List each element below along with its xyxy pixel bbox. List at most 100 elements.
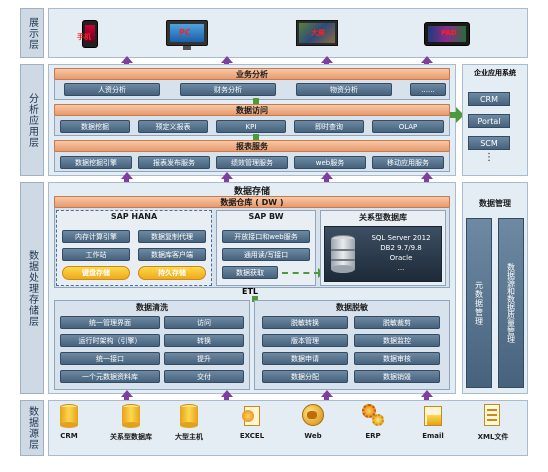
arrow-stem	[124, 178, 129, 183]
connector	[252, 296, 258, 302]
arrow-up-icon	[321, 56, 333, 63]
arrow-up-icon	[321, 390, 333, 397]
arrow-stem	[424, 396, 429, 401]
source-label: Email	[422, 432, 444, 440]
device-label: 手机	[77, 33, 91, 41]
arrow-stem	[424, 178, 429, 183]
hana-persistent-storage[interactable]: 持久存储	[138, 266, 206, 280]
biz-finance-button[interactable]: 财务分析	[180, 83, 276, 96]
mask-row-1-left[interactable]: 版本管理	[262, 334, 348, 347]
mask-row-0-left[interactable]: 脱敏转换	[262, 316, 348, 329]
arrow-stem	[324, 396, 329, 401]
mask-row-0-right[interactable]: 脱敏裁剪	[354, 316, 440, 329]
hana-replication-agent[interactable]: 数据复制代理	[138, 230, 206, 243]
data-access-title: 数据访问	[54, 104, 450, 116]
bw-data-acquisition[interactable]: 数据获取	[222, 266, 278, 279]
arrow-up-icon	[121, 390, 133, 397]
bw-open-interface[interactable]: 开放接口和web服务	[222, 230, 310, 243]
clean-row-0-left[interactable]: 统一管理界面	[60, 316, 160, 329]
arrow-up-icon	[221, 172, 233, 179]
quality-management[interactable]: 数据源和数据质量管理	[498, 218, 524, 388]
clean-row-2-right[interactable]: 提升	[164, 352, 244, 365]
clean-row-2-left[interactable]: 统一接口	[60, 352, 160, 365]
layer-label-processing: 数据处理存储层	[20, 182, 44, 394]
arrow-stem	[224, 178, 229, 183]
biz-more-button[interactable]: ......	[410, 83, 446, 96]
arrow-up-icon	[321, 172, 333, 179]
source-label: ERP	[365, 432, 381, 440]
report-web-button[interactable]: web服务	[294, 156, 366, 169]
clean-row-1-right[interactable]: 转换	[164, 334, 244, 347]
arrow-stem	[124, 396, 129, 401]
source-label: EXCEL	[239, 432, 265, 440]
access-query-button[interactable]: 即时查询	[294, 120, 364, 133]
sap-hana-title: SAP HANA	[110, 212, 158, 221]
mask-row-1-right[interactable]: 数据监控	[354, 334, 440, 347]
mask-row-2-right[interactable]: 数据审核	[354, 352, 440, 365]
clean-row-1-left[interactable]: 运行时架构（引擎）	[60, 334, 160, 347]
source-label: CRM	[60, 432, 78, 440]
arrow-up-icon	[421, 172, 433, 179]
enterprise-scm[interactable]: SCM	[468, 136, 510, 150]
access-mining-button[interactable]: 数据挖掘	[60, 120, 130, 133]
rdb-line: SQL Server 2012	[371, 234, 431, 242]
xml-icon	[484, 404, 500, 426]
rdb-line: Oracle	[389, 254, 413, 262]
web-icon	[302, 404, 324, 426]
access-olap-button[interactable]: OLAP	[372, 120, 444, 133]
arrow-up-icon	[421, 390, 433, 397]
report-publish-button[interactable]: 报表发布服务	[138, 156, 210, 169]
biz-material-button[interactable]: 物资分析	[296, 83, 392, 96]
rdb-line: DB2 9.7/9.8	[380, 244, 422, 252]
data-warehouse-title: 数据仓库 ( DW )	[54, 196, 450, 208]
metadata-management[interactable]: 元数据管理	[466, 218, 492, 388]
email-icon	[424, 406, 442, 426]
enterprise-title: 企业应用系统	[474, 69, 516, 77]
database-icon	[180, 404, 198, 428]
arrow-up-icon	[121, 172, 133, 179]
enterprise-crm[interactable]: CRM	[468, 92, 510, 106]
green-arrow-right-icon	[456, 107, 464, 123]
source-label: 大型主机	[175, 433, 203, 441]
big-screen-icon: 大屏	[296, 20, 338, 46]
clean-row-3-right[interactable]: 交付	[164, 370, 244, 383]
mask-row-2-left[interactable]: 数据申请	[262, 352, 348, 365]
excel-icon	[242, 404, 262, 428]
dashed-arrow	[282, 272, 320, 274]
arrow-stem	[324, 178, 329, 183]
source-label: XML文件	[477, 433, 509, 441]
mask-row-3-right[interactable]: 数据销毁	[354, 370, 440, 383]
rdb-card: SQL Server 2012 DB2 9.7/9.8 Oracle ...	[324, 226, 442, 282]
report-mobile-button[interactable]: 移动应用服务	[372, 156, 444, 169]
layer-label-source: 数据源层	[20, 400, 44, 456]
bw-rw-interface[interactable]: 通用读/写接口	[222, 248, 310, 261]
layer-label-display: 展示层	[20, 8, 44, 58]
data-management-title: 数据管理	[479, 199, 511, 208]
arrow-up-icon	[221, 56, 233, 63]
business-analysis-title: 业务分析	[54, 68, 450, 80]
phone-icon: 手机	[77, 20, 98, 48]
report-mining-engine-button[interactable]: 数据挖掘引擎	[60, 156, 132, 169]
biz-hr-button[interactable]: 人资分析	[64, 83, 160, 96]
layer-label-analysis: 分析应用层	[20, 64, 44, 176]
enterprise-portal[interactable]: Portal	[468, 114, 510, 128]
connector	[253, 134, 259, 142]
access-report-button[interactable]: 预定义报表	[138, 120, 208, 133]
clean-row-0-right[interactable]: 访问	[164, 316, 244, 329]
hana-db-client[interactable]: 数据库客户端	[138, 248, 206, 261]
arrow-stem	[224, 396, 229, 401]
report-performance-button[interactable]: 绩效管理服务	[216, 156, 288, 169]
hana-compute-engine[interactable]: 内存计算引擎	[62, 230, 130, 243]
source-label: Web	[304, 432, 322, 440]
device-label: PC	[179, 28, 191, 37]
arrow-up-icon	[421, 56, 433, 63]
clean-row-3-left[interactable]: 一个元数据资料库	[60, 370, 160, 383]
connector	[253, 98, 259, 106]
mask-row-3-left[interactable]: 数据分配	[262, 370, 348, 383]
hana-workstation[interactable]: 工作站	[62, 248, 130, 261]
monitor-icon: PC	[166, 20, 208, 50]
database-icon	[122, 404, 140, 428]
access-kpi-button[interactable]: KPI	[216, 120, 286, 133]
database-stack-icon	[331, 235, 355, 273]
hana-keyboard-storage[interactable]: 键盘存储	[62, 266, 130, 280]
